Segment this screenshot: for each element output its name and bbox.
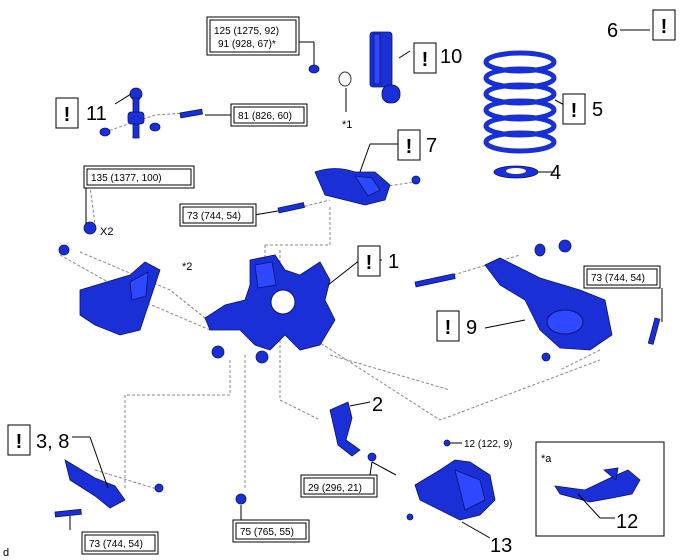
- steering-knuckle: [204, 254, 336, 364]
- caution-icon: !: [436, 310, 460, 342]
- svg-text:!: !: [406, 136, 413, 158]
- corner-mark: d: [3, 547, 9, 559]
- callout-10: 10: [440, 46, 462, 68]
- svg-text:!: !: [445, 317, 452, 339]
- svg-text:73 (744, 54): 73 (744, 54): [187, 211, 241, 222]
- callout-1: 1: [388, 251, 399, 273]
- stabilizer-link: [99, 87, 203, 139]
- callout-11: 11: [86, 103, 107, 125]
- torque-box-73-lower: 73 (744, 54): [81, 531, 159, 555]
- callout-9: 9: [466, 317, 477, 339]
- svg-text:29 (296, 21): 29 (296, 21): [308, 483, 362, 494]
- caution-icon: !: [357, 245, 381, 277]
- note-x2: X2: [100, 226, 113, 238]
- upper-nut: [308, 64, 352, 87]
- callout-5: 5: [592, 99, 603, 121]
- callout-4: 4: [550, 162, 561, 184]
- torque-box-135: 135 (1377, 100): [83, 165, 195, 189]
- lower-control-arm: [414, 239, 661, 362]
- caution-icon: !: [562, 93, 586, 125]
- callout-3-8: 3, 8: [36, 431, 69, 453]
- callout-12: 12: [616, 511, 638, 533]
- bushing-bolt: [58, 221, 97, 256]
- brake-dust-shield: [406, 439, 496, 521]
- caution-icon: !: [413, 42, 437, 74]
- svg-text:91 (928, 67)*: 91 (928, 67)*: [218, 39, 276, 50]
- svg-text:!: !: [16, 431, 23, 453]
- caution-icon: !: [55, 97, 79, 129]
- svg-text:!: !: [571, 100, 578, 122]
- spring-insulator: [493, 165, 539, 179]
- svg-text:12 (122, 9): 12 (122, 9): [464, 439, 512, 450]
- callout-7: 7: [426, 135, 437, 157]
- callout-13: 13: [490, 535, 512, 557]
- shock-absorber: [369, 31, 401, 104]
- torque-label-12: 12 (122, 9): [464, 439, 512, 450]
- caution-icon: !: [397, 129, 421, 161]
- svg-text:73 (744, 54): 73 (744, 54): [89, 539, 143, 550]
- caution-icon: !: [7, 424, 31, 456]
- svg-text:!: !: [64, 104, 71, 126]
- caution-icon: !: [652, 9, 676, 41]
- note-star1: *1: [342, 119, 352, 131]
- svg-text:125 (1275, 92): 125 (1275, 92): [214, 26, 279, 37]
- svg-text:!: !: [661, 16, 668, 38]
- knuckle-bolt: [235, 493, 247, 505]
- inset-box: [535, 441, 665, 537]
- svg-text:81 (826, 60): 81 (826, 60): [238, 111, 292, 122]
- svg-text:!: !: [366, 252, 373, 274]
- callout-6: 6: [607, 20, 618, 42]
- toe-control-arm: [54, 459, 164, 518]
- svg-text:73 (744, 54): 73 (744, 54): [591, 273, 645, 284]
- torque-box-75: 75 (765, 55): [232, 519, 310, 543]
- torque-box-29: 29 (296, 21): [300, 474, 378, 498]
- torque-box-73-right: 73 (744, 54): [583, 265, 661, 289]
- sensor-bracket: [329, 401, 377, 462]
- note-star2: *2: [182, 261, 192, 273]
- coil-spring: [483, 50, 557, 154]
- svg-text:75 (765, 55): 75 (765, 55): [240, 527, 294, 538]
- leader-lines: [69, 29, 663, 539]
- torque-box-125: 125 (1275, 92) 91 (928, 67)*: [206, 16, 300, 56]
- svg-text:!: !: [422, 49, 429, 71]
- torque-box-73-upper: 73 (744, 54): [179, 203, 257, 227]
- lower-link-arm: [79, 261, 161, 336]
- upper-control-arm: [277, 168, 421, 214]
- note-star-a: *a: [541, 453, 552, 465]
- torque-box-81: 81 (826, 60): [230, 103, 308, 127]
- svg-text:135 (1377, 100): 135 (1377, 100): [91, 173, 162, 184]
- callout-2: 2: [372, 394, 383, 416]
